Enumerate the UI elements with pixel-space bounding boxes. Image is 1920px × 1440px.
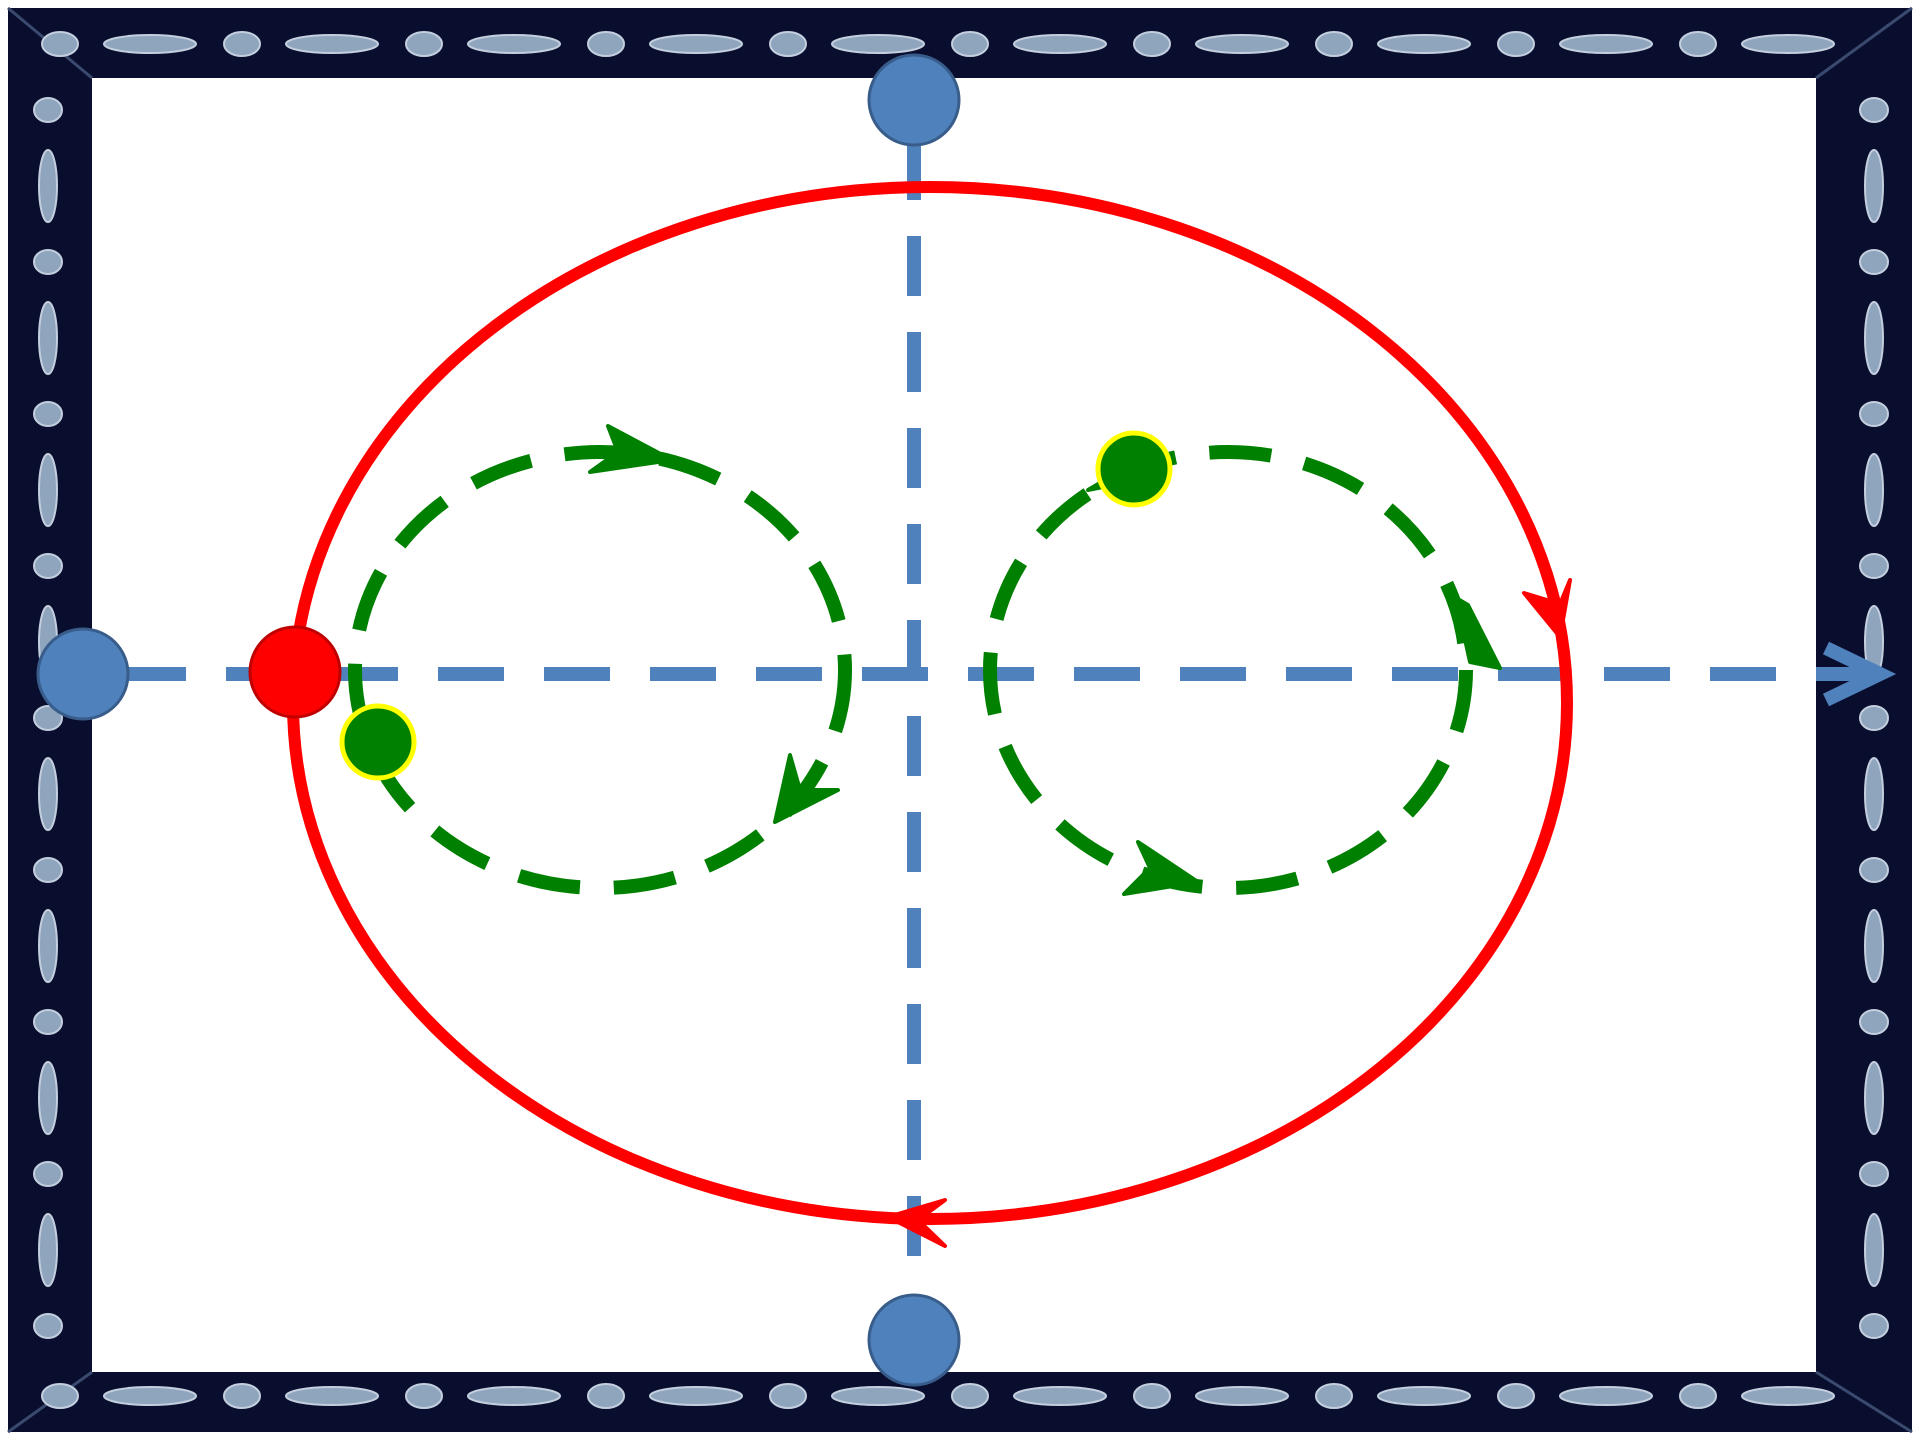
frame-bead	[587, 31, 625, 57]
frame-bead	[285, 1386, 379, 1406]
frame-bead	[1859, 1313, 1889, 1339]
inner-loop-left-path	[348, 445, 852, 895]
marker-green-left	[339, 703, 417, 781]
frame-bead	[41, 31, 79, 57]
arrow-right-icon	[1822, 641, 1897, 707]
frame-bead	[649, 34, 743, 54]
frame-bead	[1859, 1009, 1889, 1035]
frame-bead	[38, 1213, 58, 1287]
frame-bead	[1741, 34, 1835, 54]
frame-bead	[38, 453, 58, 527]
frame-bead	[38, 757, 58, 831]
frame-bead	[38, 1061, 58, 1135]
frame-bead	[1315, 1383, 1353, 1409]
frame-bead	[1859, 705, 1889, 731]
frame-bead	[1013, 1386, 1107, 1406]
frame-bead	[1864, 757, 1884, 831]
frame-bead	[1859, 249, 1889, 275]
chevron-arrowhead-icon	[1122, 840, 1200, 896]
nodes	[36, 53, 1173, 1387]
frame-bead	[1679, 31, 1717, 57]
frame-bead	[38, 149, 58, 223]
frame-bead	[1497, 31, 1535, 57]
frame-bead	[649, 1386, 743, 1406]
frame-bead	[223, 1383, 261, 1409]
chevron-arrowhead-icon	[773, 753, 840, 824]
frame-bead	[1377, 34, 1471, 54]
frame-bead	[1859, 553, 1889, 579]
chevron-arrowhead-icon	[1522, 578, 1572, 639]
frame-bead	[38, 301, 58, 375]
frame-bead	[1859, 857, 1889, 883]
frame-bead	[38, 909, 58, 983]
decorative-frame	[7, 6, 1913, 1434]
frame-bead	[1195, 1386, 1289, 1406]
frame-bead	[1013, 34, 1107, 54]
frame-bead	[831, 34, 925, 54]
frame-corner-bevel-br	[1815, 1370, 1913, 1434]
frame-bead	[587, 1383, 625, 1409]
frame-bead	[33, 705, 63, 731]
frame-bead	[1133, 1383, 1171, 1409]
start-marker-red	[248, 625, 342, 719]
chevron-arrowhead-icon	[588, 424, 674, 474]
frame-bead	[1497, 1383, 1535, 1409]
frame-bead	[1864, 149, 1884, 223]
frame-bead	[1864, 453, 1884, 527]
node-top	[867, 53, 961, 147]
frame-bead	[33, 1009, 63, 1035]
frame-corner-bevel-tr	[1815, 6, 1913, 80]
frame-bead	[33, 857, 63, 883]
node-bottom	[867, 1293, 961, 1387]
frame-bead	[769, 1383, 807, 1409]
frame-bead	[1864, 1213, 1884, 1287]
frame-bead	[1859, 97, 1889, 123]
frame-bead	[33, 553, 63, 579]
frame-bead	[103, 1386, 197, 1406]
frame-bead	[1315, 31, 1353, 57]
frame-bead	[103, 34, 197, 54]
frame-bead	[467, 34, 561, 54]
frame-bead	[33, 249, 63, 275]
frame-bead	[1741, 1386, 1835, 1406]
frame-bead	[223, 31, 261, 57]
frame-bead	[1559, 34, 1653, 54]
frame-bead	[1864, 301, 1884, 375]
frame-bead	[467, 1386, 561, 1406]
frame-bead	[1195, 34, 1289, 54]
inner-loop-right-path	[983, 445, 1473, 895]
frame-bead	[405, 1383, 443, 1409]
frame-bead	[1133, 31, 1171, 57]
frame-bead	[831, 1386, 925, 1406]
chevron-arrowhead-icon	[1454, 596, 1502, 670]
frame-bead	[33, 1161, 63, 1187]
frame-bead	[33, 401, 63, 427]
frame-bead	[41, 1383, 79, 1409]
marker-green-right	[1095, 430, 1173, 508]
chevron-arrowhead-icon	[886, 1198, 947, 1248]
frame-bead	[1377, 1386, 1471, 1406]
frame-bead	[33, 1313, 63, 1339]
frame-bead	[1859, 401, 1889, 427]
frame-bead	[769, 31, 807, 57]
node-left	[36, 627, 130, 721]
frame-bead	[285, 34, 379, 54]
frame-bead	[1679, 1383, 1717, 1409]
frame-bead	[951, 1383, 989, 1409]
frame-bead	[1559, 1386, 1653, 1406]
frame-bead	[1859, 1161, 1889, 1187]
frame-bead	[951, 31, 989, 57]
frame-bead	[1864, 909, 1884, 983]
frame-bead	[33, 97, 63, 123]
frame-bead-pattern	[33, 31, 1889, 1409]
frame-bead	[405, 31, 443, 57]
inner-loop-left	[348, 424, 852, 895]
frame-bead	[1864, 1061, 1884, 1135]
